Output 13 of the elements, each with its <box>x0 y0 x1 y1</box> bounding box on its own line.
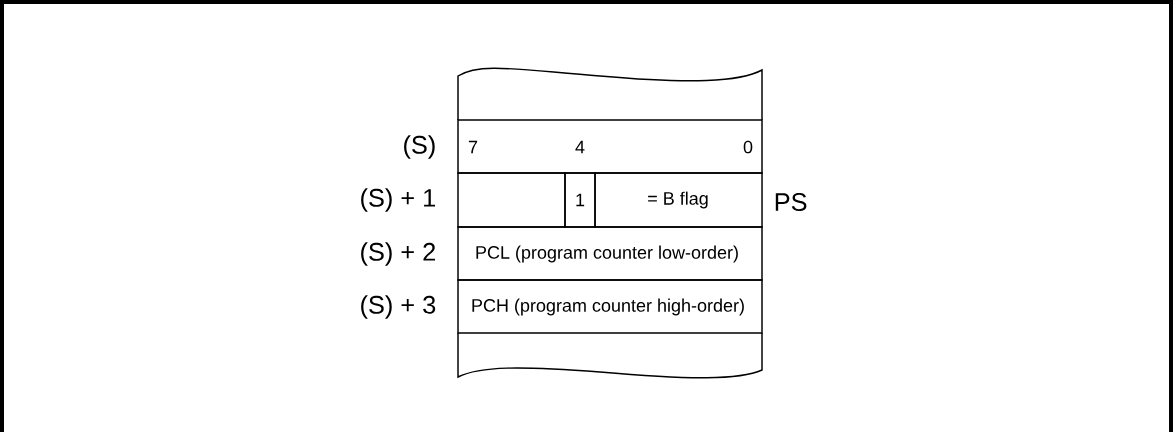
torn-cell <box>457 332 763 379</box>
cell <box>457 172 566 228</box>
torn-cell <box>457 67 763 121</box>
cell: 1 <box>564 172 596 228</box>
cell: PCL (program counter low-order) <box>457 226 763 281</box>
address-label: (S) <box>404 135 435 159</box>
cell: = B flag <box>594 172 763 228</box>
cell: 7 4 0 <box>457 119 763 174</box>
cell: PCH (program counter high-order) <box>457 279 763 334</box>
address-label: (S) + 1 <box>361 188 435 212</box>
address-label: (S) + 3 <box>361 295 436 319</box>
register-label: PS <box>775 193 807 211</box>
address-label: (S) + 2 <box>361 242 435 266</box>
